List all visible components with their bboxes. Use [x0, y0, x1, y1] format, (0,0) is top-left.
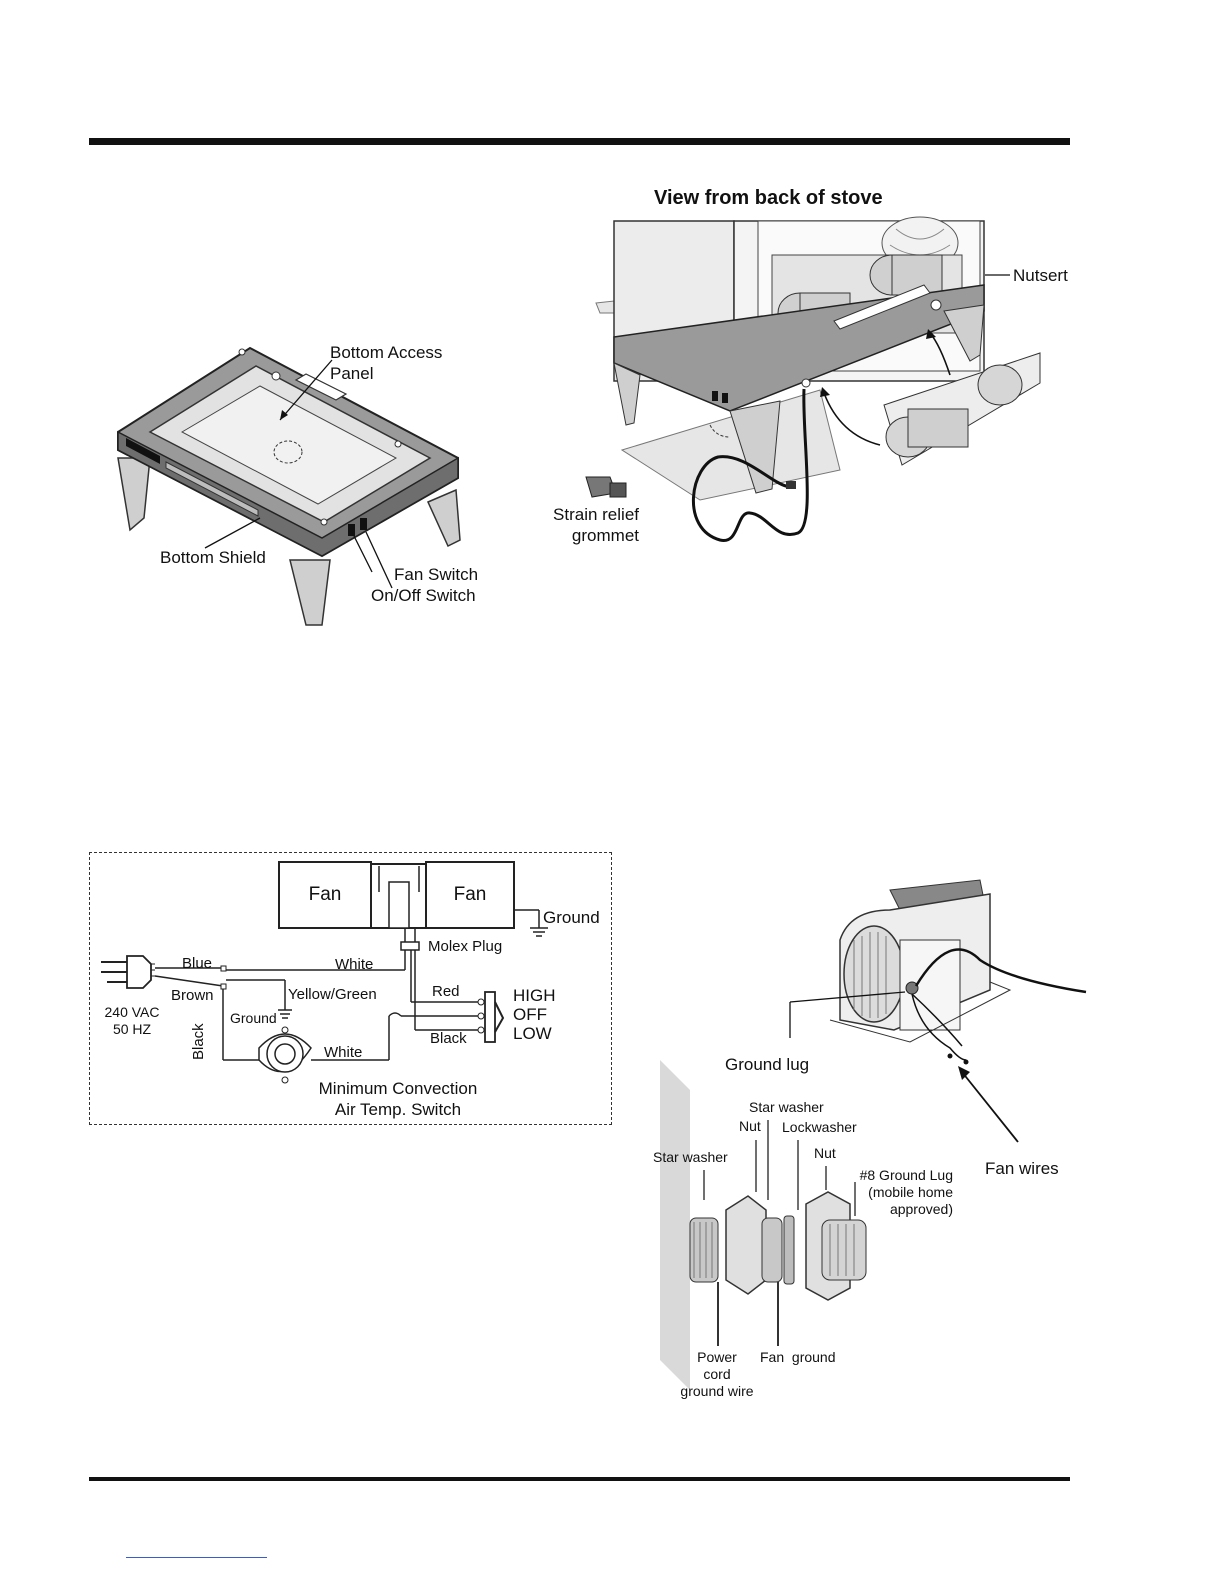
- ground-lug-label: Ground lug: [725, 1055, 810, 1074]
- black-vertical-wire-label: Black: [190, 1023, 207, 1060]
- star-washer-top-label: Star washer: [749, 1099, 824, 1115]
- back-view-title: View from back of stove: [654, 187, 883, 209]
- white-wire-top-label: White: [335, 956, 374, 973]
- nutsert-label: Nutsert: [1013, 266, 1068, 285]
- bottom-shield-label: Bottom Shield: [160, 548, 266, 567]
- fan-switch-label: Fan Switch: [394, 565, 479, 584]
- fan-right-label: Fan: [453, 884, 487, 905]
- temp-switch-label: Minimum Convection Air Temp. Switch: [318, 1079, 478, 1119]
- blue-wire-label: Blue: [182, 955, 213, 972]
- molex-plug-label: Molex Plug: [428, 938, 503, 955]
- footer-link-underline: [126, 1557, 267, 1558]
- wiring-diagram-lines: [101, 863, 548, 1084]
- fan-right-box: Fan: [425, 861, 515, 929]
- fan-left-box: Fan: [278, 861, 372, 929]
- black-right-wire-label: Black: [430, 1030, 467, 1047]
- footer-rule: [89, 1477, 1070, 1481]
- voltage-label: 240 VAC 50 HZ: [104, 1004, 160, 1037]
- ground-low-label: Ground: [230, 1010, 277, 1026]
- bottom-access-panel-label: Bottom Access Panel: [330, 343, 443, 383]
- fan-wires-label: Fan wires: [985, 1159, 1059, 1178]
- power-cord-ground-label: Power cord ground wire: [680, 1349, 754, 1399]
- switch-positions-label: HIGH OFF LOW: [513, 986, 556, 1043]
- brown-wire-label: Brown: [171, 987, 214, 1004]
- fan-left-label: Fan: [308, 884, 342, 905]
- nut-right-label: Nut: [814, 1145, 836, 1161]
- nut-left-label: Nut: [739, 1118, 761, 1134]
- back-view-illustration: [585, 216, 1041, 542]
- header-rule: [89, 138, 1070, 145]
- lockwasher-label: Lockwasher: [782, 1119, 857, 1135]
- wiring-diagram-frame: [89, 852, 612, 1125]
- white-wire-bottom-label: White: [324, 1044, 363, 1061]
- strain-relief-grommet-label: Strain relief grommet: [553, 505, 639, 545]
- ground-top-label: Ground: [543, 908, 600, 927]
- ground-lug-illustration: [660, 879, 1087, 1390]
- star-washer-left-label: Star washer: [653, 1149, 728, 1165]
- ground-lug-spec-label: #8 Ground Lug (mobile home approved): [859, 1167, 953, 1217]
- yellow-green-wire-label: Yellow/Green: [288, 986, 377, 1003]
- fan-ground-label: Fan ground: [760, 1349, 836, 1365]
- bottom-view-illustration: [117, 346, 461, 626]
- on-off-switch-label: On/Off Switch: [371, 586, 476, 605]
- red-wire-label: Red: [432, 983, 460, 1000]
